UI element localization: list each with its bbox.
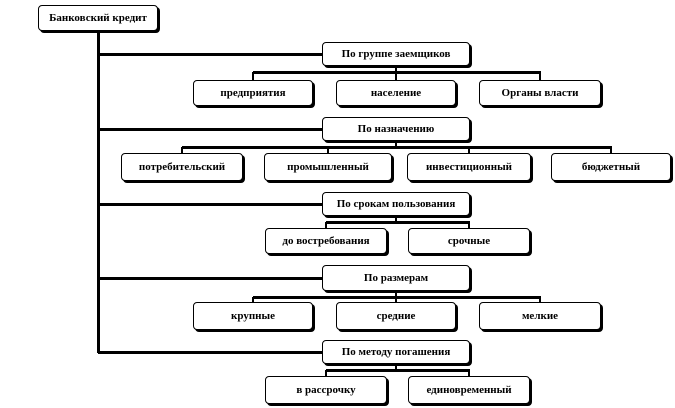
item-node-2-1: срочные [408, 228, 530, 254]
branch-connector-3 [98, 277, 322, 280]
item-drop-connector-1-2 [468, 147, 470, 153]
item-drop-connector-0-2 [539, 72, 541, 80]
root-node: Банковский кредит [38, 5, 158, 31]
branch-connector-0 [98, 53, 322, 56]
branch-connector-4 [98, 351, 322, 354]
item-node-4-1: единовременный [408, 376, 530, 404]
group-bar-connector-1 [182, 146, 612, 149]
item-drop-connector-0-0 [252, 72, 254, 80]
item-drop-connector-3-2 [539, 297, 541, 302]
item-drop-connector-4-1 [468, 370, 470, 376]
item-drop-connector-2-0 [325, 222, 327, 228]
group-bar-connector-2 [326, 221, 470, 224]
item-node-2-0: до востребования [265, 228, 387, 254]
group-node-2: По срокам пользования [322, 192, 470, 216]
trunk-connector [97, 31, 100, 353]
item-drop-connector-4-0 [325, 370, 327, 376]
item-drop-connector-2-1 [468, 222, 470, 228]
group-drop-connector-1 [395, 141, 397, 148]
item-node-1-1: промышленный [264, 153, 392, 181]
item-node-3-2: мелкие [479, 302, 601, 330]
item-drop-connector-3-0 [252, 297, 254, 302]
item-node-1-3: бюджетный [551, 153, 671, 181]
item-node-4-0: в рассрочку [265, 376, 387, 404]
group-bar-connector-0 [253, 71, 541, 74]
item-drop-connector-1-3 [610, 147, 612, 153]
item-node-1-2: инвестиционный [407, 153, 531, 181]
group-bar-connector-3 [253, 296, 541, 299]
item-node-3-1: средние [336, 302, 456, 330]
group-drop-connector-2 [395, 216, 397, 223]
item-drop-connector-0-1 [395, 72, 397, 80]
item-node-0-1: население [336, 80, 456, 106]
item-node-0-0: предприятия [193, 80, 313, 106]
group-node-1: По назначению [322, 117, 470, 141]
group-node-4: По методу погашения [322, 340, 470, 364]
branch-connector-1 [98, 128, 322, 131]
branch-connector-2 [98, 203, 322, 206]
group-node-3: По размерам [322, 265, 470, 291]
group-drop-connector-4 [395, 364, 397, 371]
group-node-0: По группе заемщиков [322, 42, 470, 66]
group-drop-connector-3 [395, 291, 397, 298]
item-node-0-2: Органы власти [479, 80, 601, 106]
item-node-3-0: крупные [193, 302, 313, 330]
item-drop-connector-1-1 [327, 147, 329, 153]
item-drop-connector-3-1 [395, 297, 397, 302]
group-drop-connector-0 [395, 66, 397, 73]
group-bar-connector-4 [326, 369, 470, 372]
item-drop-connector-1-0 [181, 147, 183, 153]
item-node-1-0: потребительский [121, 153, 243, 181]
